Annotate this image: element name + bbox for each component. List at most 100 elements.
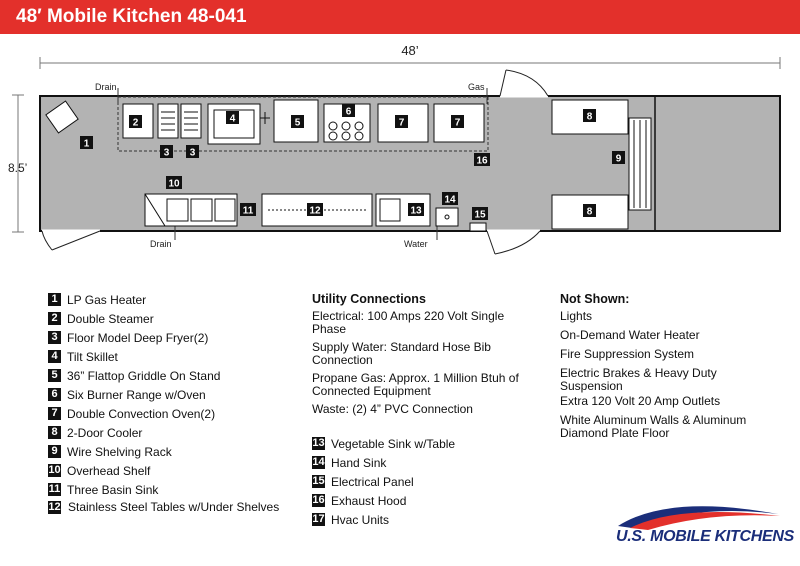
- legend-text: Wire Shelving Rack: [67, 444, 172, 459]
- utility-connections: Utility Connections Electrical: 100 Amps…: [312, 292, 552, 427]
- legend-badge: 3: [48, 331, 61, 345]
- length-dimension: [39, 57, 781, 69]
- legend-badge: 7: [48, 407, 61, 421]
- legend-badge: 14: [312, 456, 325, 470]
- not-shown-list: Not Shown: Lights On-Demand Water Heater…: [560, 292, 790, 442]
- plan-badge-label: 7: [455, 118, 461, 129]
- legend-badge: 2: [48, 312, 61, 326]
- utility-title: Utility Connections: [312, 292, 426, 306]
- plan-badge-label: 2: [133, 118, 139, 129]
- legend-item-11: 11 Three Basin Sink: [48, 482, 158, 497]
- legend-text: Tilt Skillet: [67, 349, 118, 364]
- plan-badge-label: 8: [587, 112, 593, 123]
- legend-text: Electrical Panel: [331, 474, 414, 489]
- exhaust-hood-outline: [117, 96, 489, 152]
- legend-text: Hand Sink: [331, 455, 387, 470]
- drain-top-label: Drain: [95, 82, 117, 92]
- legend-text: 2-Door Cooler: [67, 425, 143, 440]
- plan-badge-11: [240, 203, 256, 216]
- legend-badge: 8: [48, 426, 61, 440]
- plan-badge-13: [408, 203, 424, 216]
- plan-badge-9: [612, 151, 625, 164]
- three-basin-sink: [144, 193, 238, 227]
- legend-item-14: 14 Hand Sink: [312, 455, 386, 470]
- legend-badge: 6: [48, 388, 61, 402]
- legend-badge: 11: [48, 483, 61, 497]
- hand-sink: [435, 207, 459, 227]
- deep-fryers: [157, 103, 202, 139]
- legend-list-2: 13 Vegetable Sink w/Table 14 Hand Sink 15 E…: [312, 436, 552, 536]
- plan-badge-15: [472, 207, 488, 220]
- electrical-panel: [469, 222, 487, 232]
- legend-text: 36” Flattop Griddle On Stand: [67, 368, 221, 383]
- legend-badge: 9: [48, 445, 61, 459]
- legend-badge: 16: [312, 494, 325, 508]
- lp-gas-heater: [45, 100, 79, 134]
- legend-text: Six Burner Range w/Oven: [67, 387, 206, 402]
- utility-electrical: Electrical: 100 Amps 220 Volt Single Pha…: [312, 309, 505, 336]
- length-label: 48’: [401, 43, 418, 58]
- plan-badge-3: [186, 145, 199, 158]
- legend-badge: 12: [48, 501, 61, 514]
- legend-text: LP Gas Heater: [67, 292, 147, 307]
- legend-item-10: 10 Overhead Shelf: [48, 463, 150, 478]
- not-shown-item: On-Demand Water Heater: [560, 328, 700, 342]
- legend-item-13: 13 Vegetable Sink w/Table: [312, 436, 455, 451]
- plan-badge-label: 16: [476, 156, 488, 167]
- plan-badge-label: 5: [295, 118, 301, 129]
- plan-badge-label: 1: [84, 139, 90, 150]
- not-shown-item: Lights: [560, 309, 593, 323]
- plan-badge-label: 3: [190, 148, 196, 159]
- plan-badge-7: [451, 115, 464, 128]
- logo-text: U.S. MOBILE KITCHENS: [616, 528, 795, 545]
- width-label: 8.5’: [8, 161, 27, 175]
- legend-text: Three Basin Sink: [67, 482, 159, 497]
- legend-badge: 5: [48, 369, 61, 383]
- plan-badge-1: [80, 136, 93, 149]
- legend-text: Overhead Shelf: [67, 463, 151, 478]
- plan-badge-7: [395, 115, 408, 128]
- plan-badge-10: [166, 176, 182, 189]
- page-header: 48′ Mobile Kitchen 48-041: [0, 0, 800, 34]
- legend-text: Vegetable Sink w/Table: [331, 436, 456, 451]
- legend-item-6: 6 Six Burner Range w/Oven: [48, 387, 206, 402]
- door-bottom-right: [486, 229, 541, 255]
- drain-bottom-label: Drain: [150, 239, 172, 249]
- not-shown-item: Fire Suppression System: [560, 347, 695, 361]
- not-shown-item: Electric Brakes & Heavy Duty Suspension: [560, 366, 717, 393]
- plan-badge-14: [442, 192, 458, 205]
- legend-badge: 17: [312, 513, 325, 527]
- door-bottom-left: [41, 229, 101, 251]
- legend-badge: 15: [312, 475, 325, 489]
- plan-badge-label: 15: [474, 210, 486, 221]
- legend-badge: 13: [312, 437, 325, 451]
- plan-badge-label: 8: [587, 207, 593, 218]
- legend-badge: 4: [48, 350, 61, 364]
- plan-badge-8: [583, 204, 596, 217]
- plan-badge-label: 12: [309, 206, 321, 217]
- company-logo: U.S. MOBILE KITCHENS: [608, 500, 794, 558]
- plan-badge-4: [226, 111, 239, 124]
- plan-badge-label: 9: [616, 154, 622, 165]
- legend-item-5: 5 36” Flattop Griddle On Stand: [48, 368, 220, 383]
- water-label: Water: [404, 239, 428, 249]
- plan-badge-2: [129, 115, 142, 128]
- logo-swoosh-icon: [618, 506, 780, 530]
- plan-badge-5: [291, 115, 304, 128]
- page-title: 48′ Mobile Kitchen 48-041: [16, 6, 247, 27]
- legend-badge: 10: [48, 464, 61, 478]
- legend-item-8: 8 2-Door Cooler: [48, 425, 142, 440]
- width-dimension: [12, 94, 24, 233]
- plan-badge-label: 14: [444, 195, 456, 206]
- plan-badge-label: 4: [230, 114, 236, 125]
- legend-badge: 1: [48, 293, 61, 307]
- plan-badge-label: 3: [164, 148, 170, 159]
- plan-badge-3: [160, 145, 173, 158]
